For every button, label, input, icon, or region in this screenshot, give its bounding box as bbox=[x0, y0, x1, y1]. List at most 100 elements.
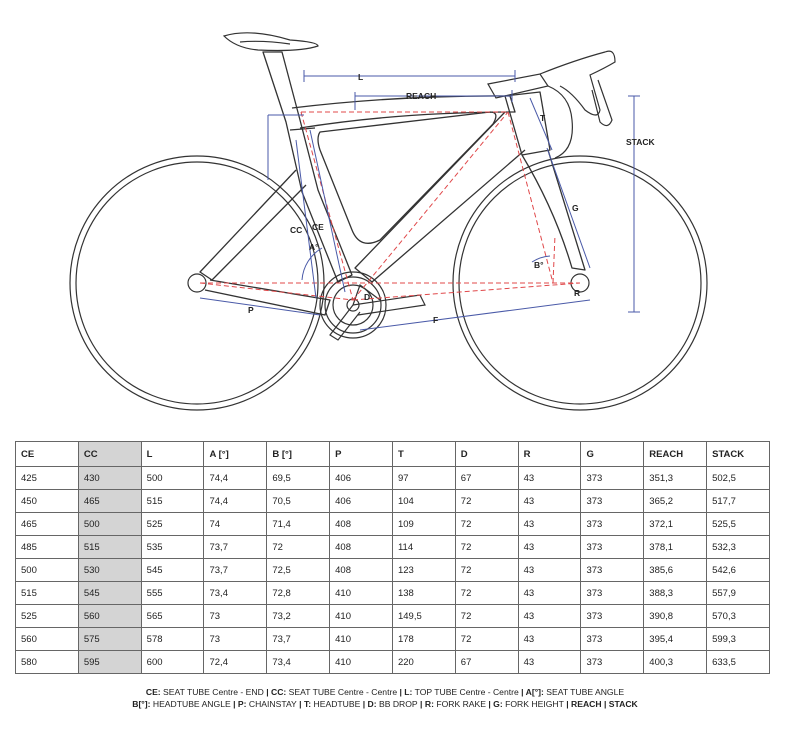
column-header: CE bbox=[15, 441, 79, 467]
label-L: L bbox=[358, 72, 363, 82]
table-cell: 373 bbox=[580, 581, 645, 605]
table-cell: 425 bbox=[15, 466, 79, 490]
legend-key: STACK bbox=[608, 699, 638, 709]
legend-key: T: bbox=[303, 699, 312, 709]
legend-separator: | bbox=[263, 687, 272, 697]
dimension-lines bbox=[199, 70, 640, 331]
table-cell: 373 bbox=[580, 489, 645, 513]
table-cell: 395,4 bbox=[643, 627, 708, 651]
table-cell: 410 bbox=[329, 604, 393, 628]
table-cell: 43 bbox=[517, 535, 582, 559]
legend-text: SEAT TUBE ANGLE bbox=[543, 687, 625, 697]
frame bbox=[199, 51, 586, 316]
bike-geometry-diagram: L REACH STACK T G CC CE A° B° R D P F bbox=[69, 32, 708, 411]
table-cell: 372,1 bbox=[643, 512, 708, 536]
legend-key: G: bbox=[493, 699, 503, 709]
table-cell: 578 bbox=[140, 627, 205, 651]
legend-separator: | bbox=[230, 699, 238, 709]
table-cell: 351,3 bbox=[643, 466, 708, 490]
table-cell: 400,3 bbox=[643, 650, 708, 674]
table-cell: 70,5 bbox=[266, 489, 331, 513]
table-cell: 575 bbox=[77, 627, 142, 651]
table-cell: 72 bbox=[454, 581, 519, 605]
label-F: F bbox=[433, 315, 438, 325]
legend-text: HEADTUBE bbox=[311, 699, 361, 709]
table-cell: 220 bbox=[391, 650, 456, 674]
table-cell: 43 bbox=[517, 650, 582, 674]
legend-separator: | bbox=[601, 699, 609, 709]
table-cell: 570,3 bbox=[706, 604, 770, 628]
table-cell: 408 bbox=[329, 558, 393, 582]
table-cell: 43 bbox=[517, 558, 582, 582]
table-cell: 560 bbox=[77, 604, 142, 628]
column-header: STACK bbox=[706, 441, 770, 467]
label-D: D bbox=[364, 292, 370, 302]
table-cell: 530 bbox=[77, 558, 142, 582]
table-cell: 542,6 bbox=[706, 558, 770, 582]
table-cell: 72,4 bbox=[203, 650, 268, 674]
legend-text: SEAT TUBE Centre - END bbox=[160, 687, 264, 697]
legend: CE: SEAT TUBE Centre - END | CC: SEAT TU… bbox=[0, 686, 770, 710]
label-CE: CE bbox=[312, 222, 324, 232]
column-header: D bbox=[454, 441, 519, 467]
table-cell: 73,7 bbox=[203, 535, 268, 559]
table-cell: 373 bbox=[580, 535, 645, 559]
table-cell: 109 bbox=[391, 512, 456, 536]
label-CC: CC bbox=[290, 225, 302, 235]
legend-separator: | bbox=[488, 699, 494, 709]
column-header: T bbox=[391, 441, 456, 467]
table-cell: 517,7 bbox=[706, 489, 770, 513]
table-cell: 73,7 bbox=[203, 558, 268, 582]
table-cell: 73,4 bbox=[203, 581, 268, 605]
table-cell: 580 bbox=[15, 650, 79, 674]
table-cell: 560 bbox=[15, 627, 79, 651]
rear-wheel bbox=[69, 155, 325, 411]
table-cell: 430 bbox=[77, 466, 142, 490]
table-cell: 373 bbox=[580, 466, 645, 490]
table-cell: 388,3 bbox=[643, 581, 708, 605]
table-cell: 43 bbox=[517, 489, 582, 513]
table-cell: 410 bbox=[329, 627, 393, 651]
table-cell: 114 bbox=[391, 535, 456, 559]
legend-line: B[°]: HEADTUBE ANGLE | P: CHAINSTAY | T:… bbox=[0, 698, 770, 710]
table-cell: 67 bbox=[454, 466, 519, 490]
column-header: G bbox=[580, 441, 645, 467]
construction-lines bbox=[199, 111, 581, 301]
legend-text: CHAINSTAY bbox=[246, 699, 297, 709]
table-cell: 73,4 bbox=[266, 650, 331, 674]
legend-text: FORK RAKE bbox=[433, 699, 489, 709]
table-cell: 485 bbox=[15, 535, 79, 559]
label-reach: REACH bbox=[406, 91, 436, 101]
table-cell: 72 bbox=[454, 535, 519, 559]
table-cell: 74,4 bbox=[203, 466, 268, 490]
table-header-row: CE CC L A [°] B [°] P T D R G REACH STAC… bbox=[15, 441, 770, 467]
table-cell: 73,7 bbox=[266, 627, 331, 651]
handlebar bbox=[487, 50, 616, 159]
table-cell: 74,4 bbox=[203, 489, 268, 513]
table-cell: 72,5 bbox=[266, 558, 331, 582]
legend-text: HEADTUBE ANGLE bbox=[150, 699, 231, 709]
column-header: R bbox=[517, 441, 582, 467]
table-cell: 600 bbox=[140, 650, 205, 674]
legend-separator: | bbox=[518, 687, 526, 697]
table-cell: 408 bbox=[329, 512, 393, 536]
table-cell: 72 bbox=[454, 627, 519, 651]
legend-text: SEAT TUBE Centre - Centre bbox=[286, 687, 398, 697]
table-cell: 532,3 bbox=[706, 535, 770, 559]
table-cell: 555 bbox=[140, 581, 205, 605]
table-cell: 500 bbox=[140, 466, 205, 490]
table-cell: 74 bbox=[203, 512, 268, 536]
table-cell: 72 bbox=[454, 512, 519, 536]
table-cell: 373 bbox=[580, 650, 645, 674]
table-cell: 515 bbox=[15, 581, 79, 605]
table-cell: 104 bbox=[391, 489, 456, 513]
table-cell: 595 bbox=[77, 650, 142, 674]
legend-text: BB DROP bbox=[376, 699, 418, 709]
table-cell: 633,5 bbox=[706, 650, 770, 674]
label-R: R bbox=[574, 288, 580, 298]
